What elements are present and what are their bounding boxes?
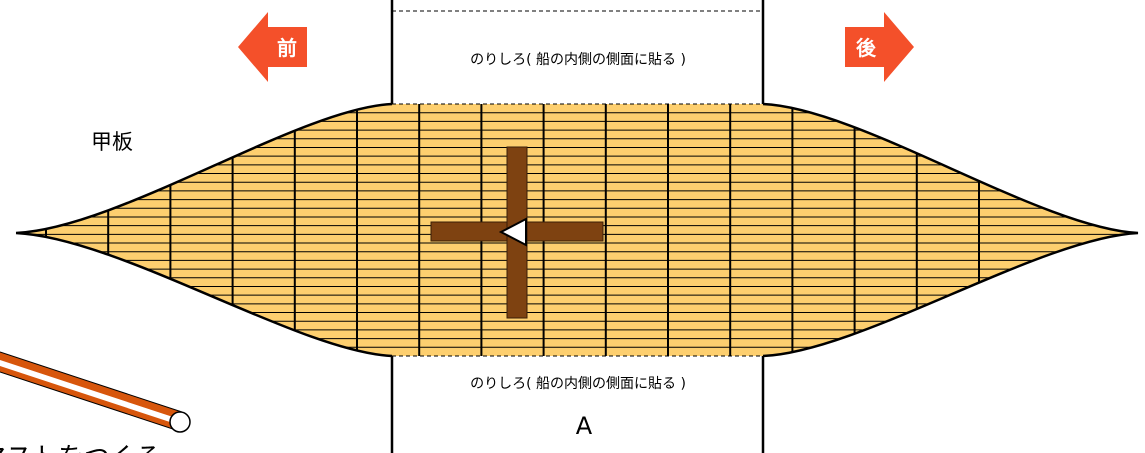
back-label: 後 <box>856 36 877 60</box>
part-id-label: A <box>576 412 593 440</box>
glue-tab-bottom <box>390 356 765 453</box>
front-label: 前 <box>277 36 297 60</box>
glue-tab-top-label: のりしろ( 船の内側の側面に貼る ) <box>470 52 686 68</box>
triangle-pointer-icon <box>498 217 527 247</box>
right-arrow-icon: 後 <box>845 12 914 82</box>
glue-tab-top <box>390 0 765 104</box>
mast-pole <box>0 351 191 433</box>
mast-cross <box>430 146 604 319</box>
mast-caption: マストをつくる <box>0 443 161 453</box>
left-arrow-icon: 前 <box>238 12 307 82</box>
deck-label: 甲板 <box>91 130 133 154</box>
glue-tab-bottom-label: のりしろ( 船の内側の側面に貼る ) <box>470 376 686 392</box>
